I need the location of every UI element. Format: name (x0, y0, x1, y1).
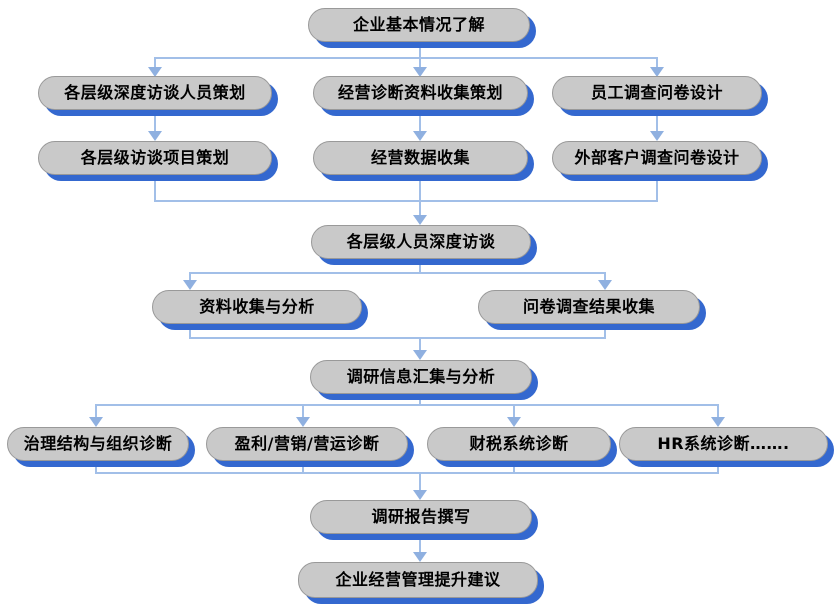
connector-line (419, 394, 421, 406)
connector-line (513, 462, 515, 474)
node-label: 资料收集与分析 (199, 297, 315, 316)
connector-line (95, 404, 719, 406)
connector-line (302, 462, 304, 474)
connector-line (419, 42, 421, 68)
node-interview-staff-planning: 各层级深度访谈人员策划 (38, 76, 272, 110)
connector-line (419, 337, 421, 351)
arrow-down-icon (413, 490, 427, 500)
arrow-down-icon (507, 417, 521, 427)
connector-line (189, 272, 606, 274)
node-label: 调研信息汇集与分析 (346, 367, 496, 386)
node-label: 经营诊断资料收集策划 (337, 83, 503, 102)
connector-line (717, 404, 719, 418)
connector-line (189, 272, 191, 281)
arrow-down-icon (148, 67, 162, 77)
node-label: 各层级人员深度访谈 (346, 232, 496, 251)
connector-line (302, 404, 304, 418)
node-company-basics: 企业基本情况了解 (308, 8, 530, 42)
connector-line (189, 337, 606, 339)
connector-line (154, 200, 658, 202)
node-label: 员工调查问卷设计 (590, 83, 723, 102)
arrow-down-icon (413, 131, 427, 141)
node-employee-survey-design: 员工调查问卷设计 (552, 76, 762, 110)
arrow-down-icon (711, 417, 725, 427)
node-label: 企业基本情况了解 (352, 15, 485, 34)
connector-line (95, 472, 719, 474)
node-research-report-writing: 调研报告撰写 (310, 500, 532, 534)
connector-line (95, 462, 97, 474)
node-data-collection-planning: 经营诊断资料收集策划 (313, 76, 528, 110)
connector-line (419, 535, 421, 553)
connector-line (656, 176, 658, 202)
node-governance-org-diagnosis: 治理结构与组织诊断 (7, 427, 189, 461)
arrow-down-icon (650, 131, 664, 141)
node-label: 外部客户调查问卷设计 (574, 148, 740, 167)
arrow-down-icon (413, 215, 427, 225)
connector-line (419, 176, 421, 215)
node-business-data-collection: 经营数据收集 (313, 141, 528, 175)
node-profit-marketing-ops-diagnosis: 盈利/营销/营运诊断 (206, 427, 408, 461)
connector-line (154, 112, 156, 132)
arrow-down-icon (413, 552, 427, 562)
node-improvement-suggestions: 企业经营管理提升建议 (298, 562, 538, 598)
node-label: 盈利/营销/营运诊断 (234, 434, 380, 453)
node-label: 治理结构与组织诊断 (23, 434, 173, 453)
node-label: HR系统诊断……. (657, 434, 790, 453)
arrow-down-icon (89, 417, 103, 427)
node-finance-tax-diagnosis: 财税系统诊断 (427, 427, 611, 461)
connector-line (95, 404, 97, 418)
node-external-customer-survey-design: 外部客户调查问卷设计 (552, 141, 762, 175)
connector-line (189, 325, 191, 339)
node-label: 企业经营管理提升建议 (335, 570, 501, 589)
connector-line (656, 57, 658, 68)
node-survey-results-collection: 问卷调查结果收集 (478, 290, 700, 324)
connector-line (717, 462, 719, 474)
node-hr-diagnosis: HR系统诊断……. (619, 427, 828, 461)
connector-line (419, 112, 421, 132)
connector-line (419, 259, 421, 274)
connector-line (604, 325, 606, 339)
connector-line (419, 472, 421, 491)
connector-line (513, 404, 515, 418)
connector-line (656, 112, 658, 132)
connector-line (604, 272, 606, 281)
arrow-down-icon (296, 417, 310, 427)
arrow-down-icon (183, 280, 197, 290)
connector-line (154, 176, 156, 202)
connector-line (154, 57, 156, 68)
arrow-down-icon (413, 67, 427, 77)
node-label: 财税系统诊断 (469, 434, 569, 453)
node-research-info-aggregation: 调研信息汇集与分析 (310, 360, 532, 394)
node-data-collection-analysis: 资料收集与分析 (152, 290, 362, 324)
arrow-down-icon (148, 131, 162, 141)
node-label: 各层级深度访谈人员策划 (64, 83, 246, 102)
node-deep-interviews: 各层级人员深度访谈 (311, 225, 531, 259)
node-interview-project-planning: 各层级访谈项目策划 (38, 141, 272, 175)
node-label: 问卷调查结果收集 (522, 297, 655, 316)
connector-line (154, 57, 658, 59)
arrow-down-icon (650, 67, 664, 77)
arrow-down-icon (598, 280, 612, 290)
node-label: 经营数据收集 (370, 148, 470, 167)
arrow-down-icon (413, 350, 427, 360)
node-label: 各层级访谈项目策划 (80, 148, 230, 167)
node-label: 调研报告撰写 (371, 507, 471, 526)
